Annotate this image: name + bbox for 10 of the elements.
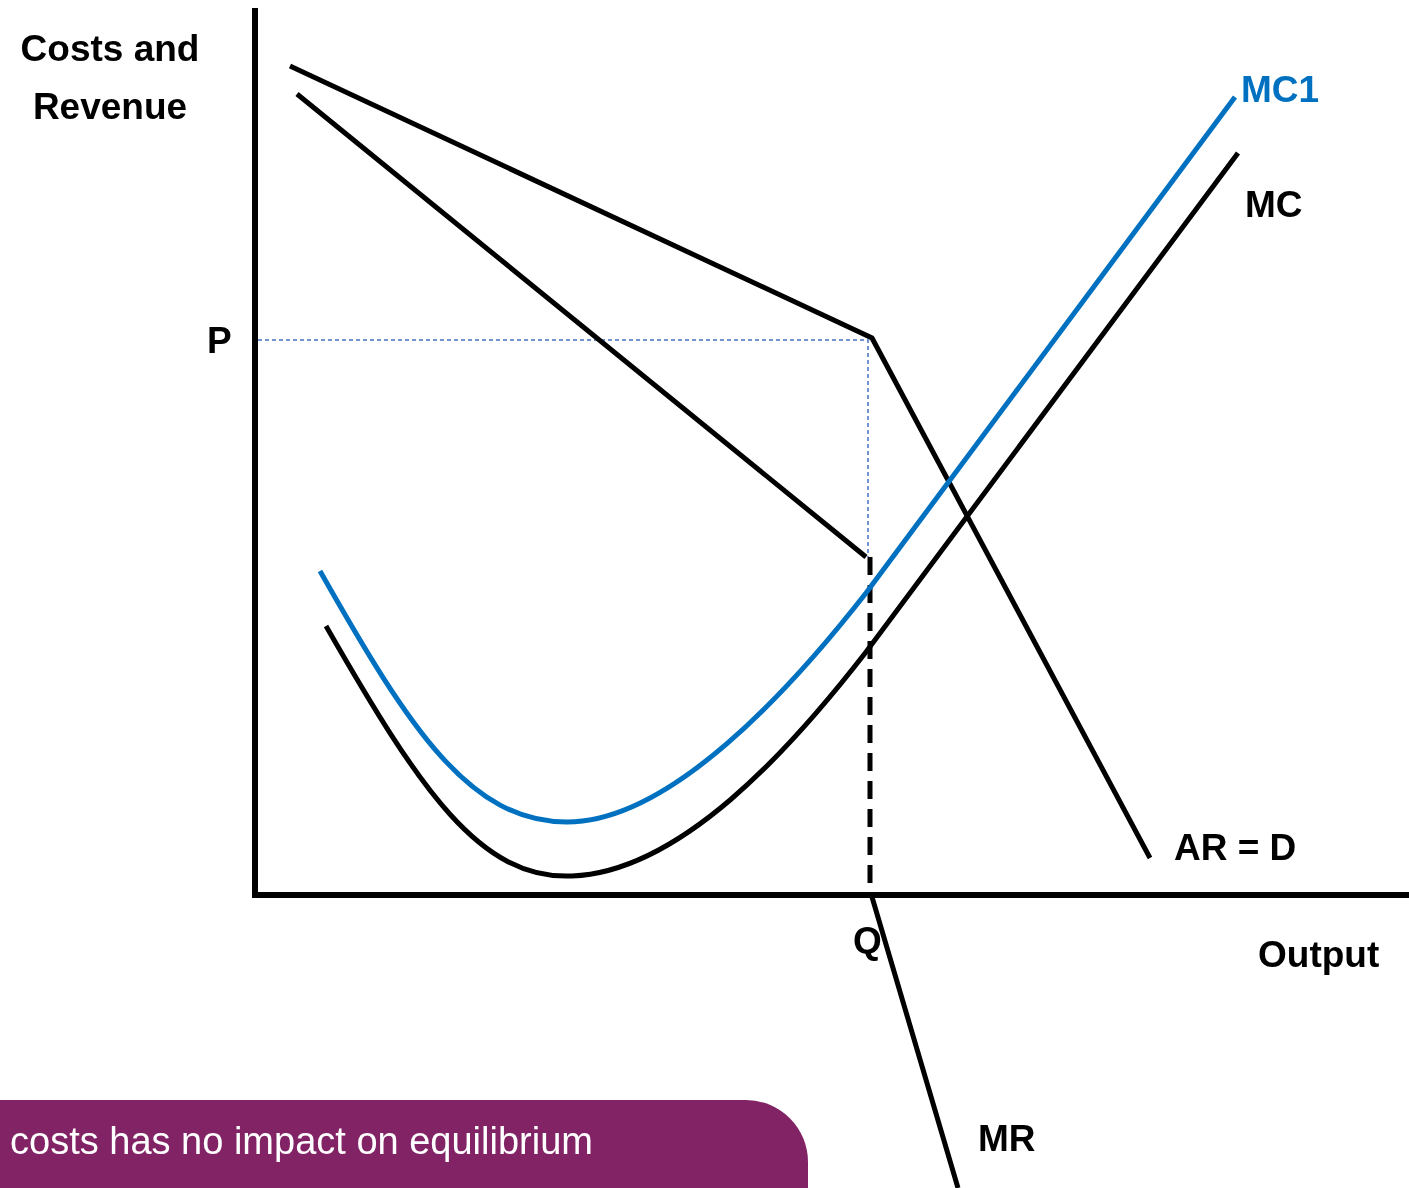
axis-label: P bbox=[207, 319, 232, 363]
note-banner bbox=[0, 1100, 808, 1188]
axis-label: MR bbox=[978, 1117, 1036, 1161]
axis-label: MC bbox=[1245, 183, 1303, 227]
axis-label: Q bbox=[853, 919, 882, 963]
axis-label: AR = D bbox=[1174, 826, 1297, 870]
axis-label: Costs and Revenue bbox=[19, 27, 201, 129]
note-text: costs has no impact on equilibrium bbox=[10, 1120, 593, 1162]
axis-label: MC1 bbox=[1241, 68, 1320, 112]
axis-label: Output bbox=[1258, 933, 1380, 977]
